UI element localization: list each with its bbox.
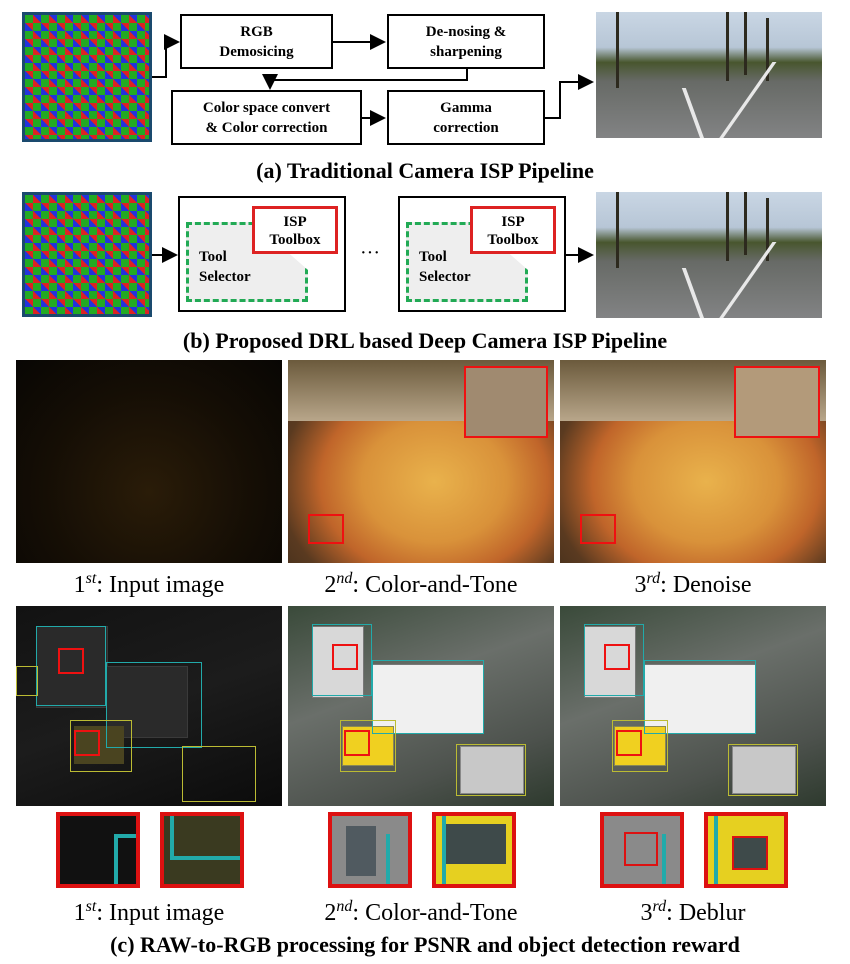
color-space-convert-box: Color space convert & Color correction [171,90,362,145]
row1-label-1: 1st: Input image [73,570,225,598]
row2-label-3: 3rd: Deblur [640,898,746,926]
ellipsis: ··· [360,242,380,264]
caption-a: (a) Traditional Camera ISP Pipeline [256,158,594,183]
pizza-denoise-image [560,360,826,563]
row2-label-2: 2nd: Color-and-Tone [324,898,518,926]
pipeline-arrows-b [152,247,594,263]
denoising-sharpening-box: De-nosing & sharpening [387,14,545,69]
crop-deblur-2 [704,812,788,888]
caption-c: (c) RAW-to-RGB processing for PSNR and o… [110,932,740,957]
pipeline-arrows-a [152,34,594,126]
bayer-pattern-input-a [22,12,152,142]
tool-selector-label-1: Tool Selector [199,249,251,285]
gamma-correction-box: Gamma correction [387,90,545,145]
street-color-tone-image [288,606,554,806]
row1-label-3: 3rd: Denoise [634,570,752,598]
pizza-input-image [16,360,282,563]
isp-toolbox-2: ISP Toolbox [470,206,556,254]
rgb-demosicing-box: RGB Demosicing [180,14,333,69]
street-deblur-image [560,606,826,806]
crop-deblur-1 [600,812,684,888]
crop-input-1 [56,812,140,888]
row1-label-2: 2nd: Color-and-Tone [324,570,518,598]
crop-color-tone-1 [328,812,412,888]
road-scene-output-a [596,12,822,138]
bayer-pattern-input-b [22,192,152,317]
road-scene-output-b [596,192,822,318]
row2-label-1: 1st: Input image [73,898,225,926]
tool-selector-label-2: Tool Selector [419,249,471,285]
street-input-image [16,606,282,806]
isp-toolbox-1: ISP Toolbox [252,206,338,254]
pizza-color-tone-image [288,360,554,563]
caption-b: (b) Proposed DRL based Deep Camera ISP P… [182,328,668,353]
crop-color-tone-2 [432,812,516,888]
crop-input-2 [160,812,244,888]
